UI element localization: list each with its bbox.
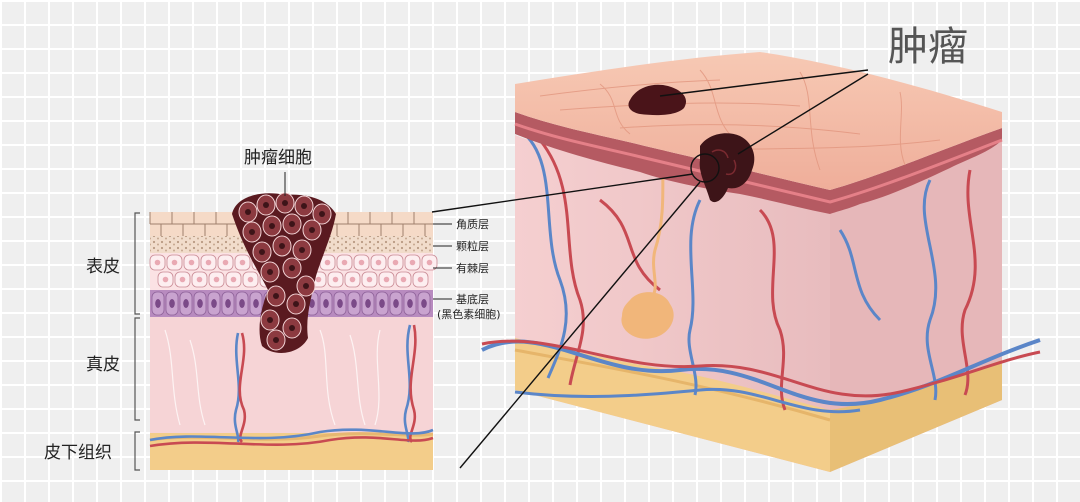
spinous-cell: [242, 271, 259, 288]
tumor-cell: [266, 329, 286, 351]
spinous-cell: [404, 254, 421, 271]
spinous-cell: [319, 254, 336, 271]
basal-cell: [375, 291, 389, 316]
tumor-cell: [266, 285, 286, 307]
spinous-cell: [183, 254, 200, 271]
zoom-line-top: [431, 173, 694, 213]
tumor-cells: [238, 192, 332, 351]
tumor-cell: [238, 201, 258, 223]
label-melanocyte-note: (黑色素细胞): [437, 307, 501, 321]
tumor-title: 肿瘤: [888, 24, 968, 70]
basal-cell: [165, 291, 179, 316]
zoom-circle: [690, 153, 720, 183]
skin-block-3d: [481, 52, 1041, 472]
tumor-cell: [282, 317, 302, 339]
zoom-line-bottom: [459, 181, 701, 469]
spinous-cell: [387, 254, 404, 271]
basal-cell: [347, 291, 361, 316]
block-fat-right: [830, 360, 1002, 472]
tumor-cell: [302, 219, 322, 241]
tumor-cell: [296, 275, 316, 297]
sweat-gland: [621, 292, 674, 339]
spinous-cell: [225, 271, 242, 288]
tumor-cell: [262, 215, 282, 237]
spinous-cell: [361, 271, 378, 288]
basal-cells: [151, 291, 431, 316]
tumor-cell: [294, 195, 314, 217]
spinous-cell: [336, 254, 353, 271]
tumor-cell: [272, 235, 292, 257]
block-epidermis-band: [515, 112, 1002, 214]
tumor-cell: [260, 261, 280, 283]
basal-cell: [417, 291, 431, 316]
title-pointer-large: [737, 73, 869, 155]
basal-cell: [361, 291, 375, 316]
basal-cell: [389, 291, 403, 316]
spinous-cell: [174, 271, 191, 288]
label-subcutis: 皮下组织: [44, 443, 112, 463]
tumor-cell: [242, 221, 262, 243]
label-dermis: 真皮: [86, 355, 120, 375]
spinous-cell: [166, 254, 183, 271]
spinous-cell: [149, 254, 166, 271]
basal-cell: [221, 291, 235, 316]
spinous-cell: [370, 254, 387, 271]
spinous-cell: [200, 254, 217, 271]
spinous-cell: [344, 271, 361, 288]
tumor-cell: [256, 194, 276, 216]
spinous-cell: [217, 254, 234, 271]
label-stratum-spinosum: 有棘层: [456, 261, 489, 275]
basal-cell: [249, 291, 263, 316]
spinous-cell: [234, 254, 251, 271]
basal-cell: [333, 291, 347, 316]
basal-cell: [193, 291, 207, 316]
tumor-cell: [260, 309, 280, 331]
spinous-cell: [412, 271, 429, 288]
label-stratum-granulosum: 颗粒层: [456, 239, 489, 253]
spinous-cell: [327, 271, 344, 288]
spinous-cell: [157, 271, 174, 288]
connector-lines: [431, 69, 869, 469]
tumor-cell: [282, 213, 302, 235]
tumor-cell: [252, 241, 272, 263]
spinous-cell: [208, 271, 225, 288]
sublayer-leaders: [433, 223, 452, 300]
cross-section-vessels: [149, 324, 434, 448]
spinous-cell: [395, 271, 412, 288]
tumor-cell-label: 肿瘤细胞: [244, 148, 312, 168]
label-epidermis: 表皮: [86, 257, 120, 277]
cross-section: [149, 192, 438, 470]
spinous-cell: [353, 254, 370, 271]
basal-cell: [151, 291, 165, 316]
layer-brackets: [134, 212, 140, 471]
block-top-surface: [515, 52, 1002, 190]
dermis-fibers: [164, 329, 381, 426]
tumor-cell: [286, 293, 306, 315]
basal-cell: [179, 291, 193, 316]
title-pointer-small: [659, 69, 869, 97]
block-fat-front: [515, 338, 830, 472]
spinous-cell: [191, 271, 208, 288]
basal-cell: [235, 291, 249, 316]
spinous-cell: [421, 254, 438, 271]
basal-cell: [319, 291, 333, 316]
spinous-cell: [378, 271, 395, 288]
surface-tumor-small: [628, 84, 687, 116]
tumor-cell: [282, 257, 302, 279]
tumor-cell: [312, 203, 332, 225]
basal-cell: [403, 291, 417, 316]
label-stratum-basale: 基底层: [456, 292, 489, 306]
basal-cell: [207, 291, 221, 316]
label-stratum-corneum: 角质层: [456, 218, 489, 231]
tumor-cell: [292, 239, 312, 261]
